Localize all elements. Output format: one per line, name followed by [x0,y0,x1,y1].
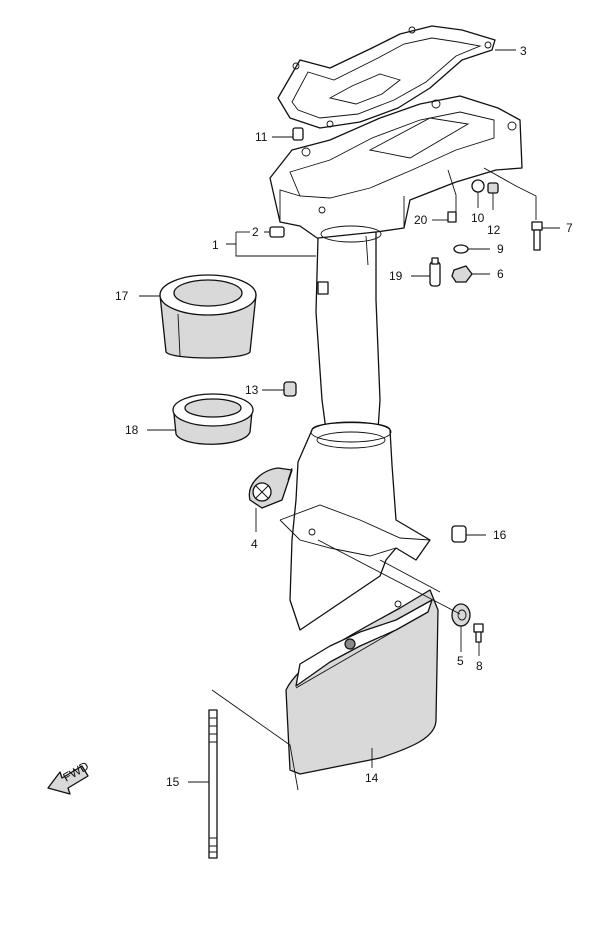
callout-17: 17 [115,289,129,303]
callout-8: 8 [476,659,483,673]
callout-12: 12 [487,223,501,237]
callout-19: 19 [389,269,403,283]
callout-6: 6 [497,267,504,281]
grommet-part-5 [451,603,471,627]
washer-part-9 [453,244,469,254]
callout-13: 13 [245,383,259,397]
callout-14: 14 [365,771,379,785]
callout-3: 3 [520,44,527,58]
nipple-part-19 [429,257,441,287]
washer-part-10 [471,179,485,193]
bushing-part-16 [451,525,467,543]
mount-part-17 [159,274,257,359]
stud-part-15 [208,709,218,859]
bottom-cover-part-14 [285,589,439,775]
callout-20: 20 [414,213,428,227]
bolt-part-7 [531,221,543,251]
bolt-part-20 [447,211,457,223]
screw-part-8 [473,623,484,643]
callout-numbers: 1 2 3 4 5 6 7 8 9 10 11 12 13 14 15 16 1… [115,44,573,789]
callout-9: 9 [497,242,504,256]
cover-part-4 [248,467,293,509]
callout-7: 7 [566,221,573,235]
callout-2: 2 [252,225,259,239]
callout-5: 5 [457,654,464,668]
callout-11: 11 [255,130,268,144]
callout-4: 4 [251,537,258,551]
grommet-part-13 [283,381,297,397]
pin-part-11 [292,127,304,141]
plug-part-12 [487,182,499,194]
callout-leaders [139,49,560,783]
callout-10: 10 [471,211,485,225]
forward-arrow-icon: FWD [47,759,91,795]
drive-shaft-housing-part-1 [269,95,523,631]
callout-18: 18 [125,423,139,437]
mount-part-18 [172,393,254,445]
callout-16: 16 [493,528,507,542]
assembly-lines [211,167,537,791]
gasket-part-3 [277,25,496,129]
nut-part-6 [451,265,473,283]
callout-15: 15 [166,775,180,789]
callout-1: 1 [212,238,219,252]
